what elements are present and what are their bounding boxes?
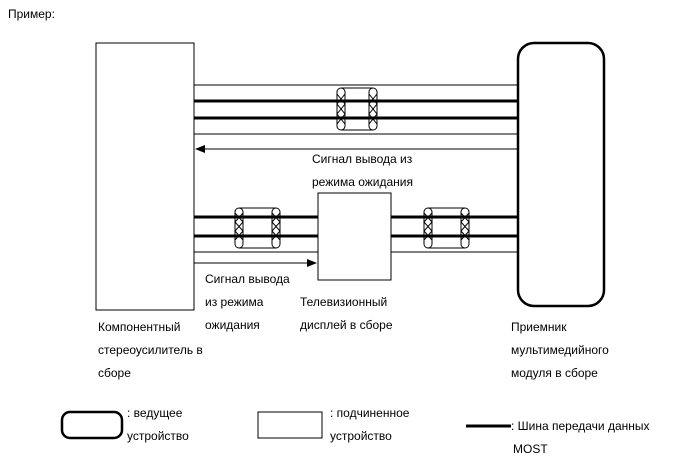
signal-bottom-label-line1: Сигнал вывода: [205, 272, 290, 286]
stereo-amplifier-box: [95, 42, 195, 311]
signal-arrow-bottom: [194, 259, 317, 267]
tv-display-label-line1: Телевизионный: [300, 295, 388, 309]
upper-bus: [194, 84, 518, 135]
amplifier-label-line2: стереоусилитель в: [98, 343, 203, 357]
receiver-box: [516, 41, 606, 308]
tv-display-box: [317, 192, 392, 281]
amplifier-label-line1: Компонентный: [98, 320, 181, 334]
legend-master-label-line2: устройство: [127, 429, 189, 443]
upper-twist-connector: [336, 87, 378, 131]
lower-right-twist-connector: [423, 207, 470, 249]
diagram-heading: Пример:: [8, 7, 55, 21]
lower-left-bus: [194, 215, 318, 253]
legend-slave-label-line2: устройство: [330, 429, 392, 443]
signal-top-label-line1: Сигнал вывода из: [312, 152, 413, 166]
amplifier-label-line3: сборе: [98, 366, 131, 380]
lower-right-bus: [391, 215, 518, 253]
legend-slave-shape: [257, 411, 323, 439]
legend-master-shape: [60, 410, 124, 440]
receiver-label-line2: мультимедийного: [511, 343, 609, 357]
tv-display-label-line2: дисплей в сборе: [300, 318, 393, 332]
legend-master-label-line1: : ведущее: [127, 406, 183, 420]
legend-slave-label-line1: : подчиненное: [330, 406, 410, 420]
receiver-label-line1: Приемник: [511, 320, 567, 334]
signal-top-label-line2: режима ожидания: [312, 175, 413, 189]
legend-bus-label-line2: MOST: [513, 442, 548, 456]
legend-bus-label-line1: : Шина передачи данных: [511, 419, 650, 433]
signal-bottom-label-line2: из режима: [205, 295, 264, 309]
signal-bottom-label-line3: ожидания: [205, 318, 260, 332]
lower-left-twist-connector: [234, 207, 281, 249]
signal-arrow-top: [195, 145, 518, 153]
receiver-label-line3: модуля в сборе: [511, 366, 598, 380]
